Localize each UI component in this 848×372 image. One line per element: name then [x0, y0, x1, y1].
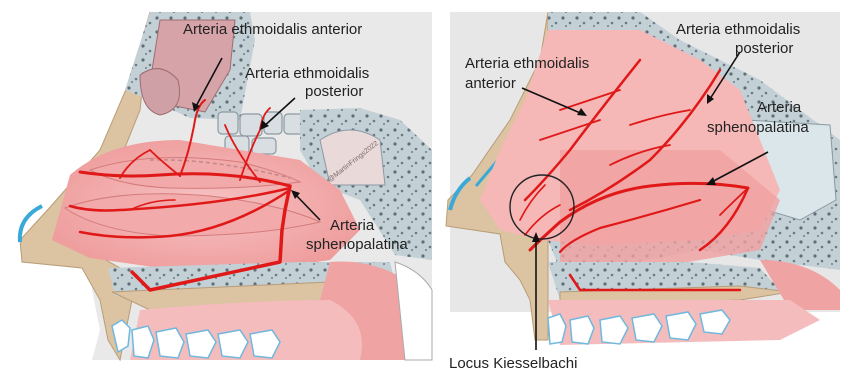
right-label-ethmoid-posterior-line1: Arteria ethmoidalis: [676, 21, 800, 38]
left-label-ethmoid-posterior-line2: posterior: [305, 83, 363, 100]
right-label-sphenopalatine-line1: Arteria: [757, 99, 802, 116]
left-label-sphenopalatine-line2: sphenopalatina: [306, 236, 408, 253]
left-label-ethmoid-posterior-line1: Arteria ethmoidalis: [245, 65, 369, 82]
right-label-ethmoid-posterior-line2: posterior: [735, 40, 793, 57]
right-label-kiesselbach: Locus Kiesselbachi: [449, 355, 577, 372]
right-label-sphenopalatine-line2: sphenopalatina: [707, 119, 809, 136]
right-label-ethmoid-anterior-line1: Arteria ethmoidalis: [465, 55, 589, 72]
right-panel: Arteria ethmoidalis anterior Arteria eth…: [446, 12, 840, 372]
left-label-ethmoid-anterior: Arteria ethmoidalis anterior: [183, 21, 362, 38]
right-label-ethmoid-anterior-line2: anterior: [465, 75, 516, 92]
left-label-sphenopalatine-line1: Arteria: [330, 217, 375, 234]
left-panel: Arteria ethmoidalis anterior Arteria eth…: [20, 12, 432, 360]
